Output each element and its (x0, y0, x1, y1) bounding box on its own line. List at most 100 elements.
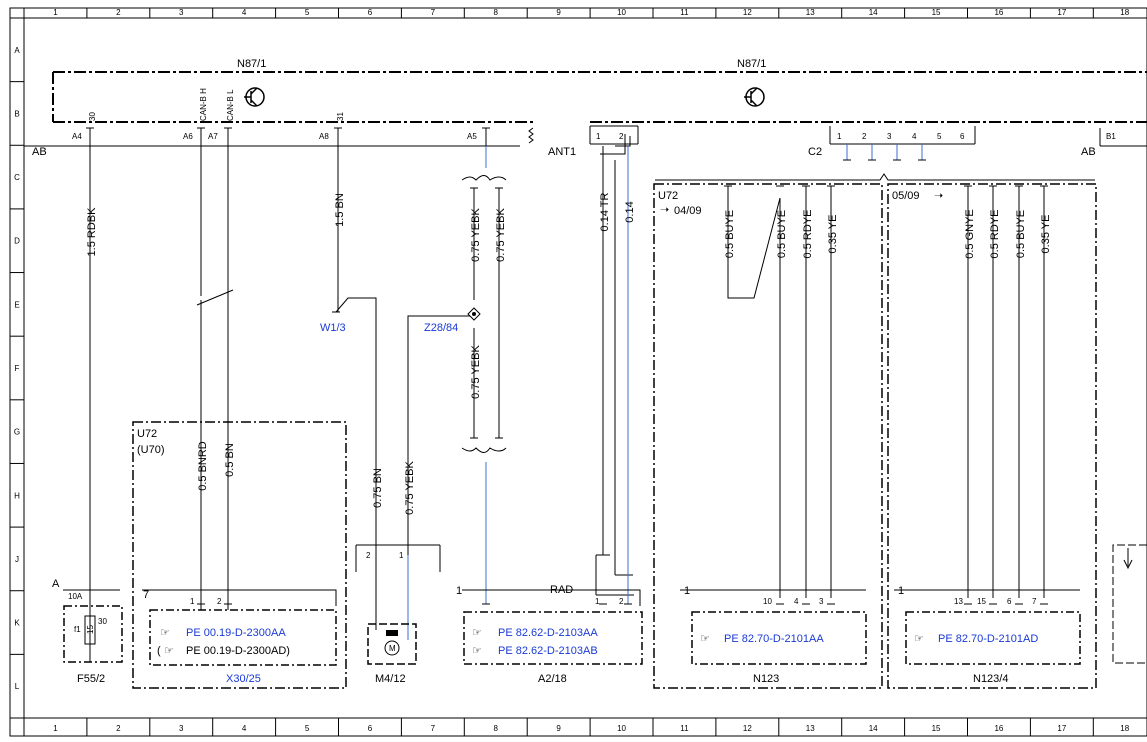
pin-a4: A4 (72, 132, 82, 141)
n1234-label: N123/4 (973, 673, 1008, 685)
wire-ends (470, 187, 503, 439)
grid-column-label: 14 (869, 8, 878, 17)
x30-label[interactable]: X30/25 (226, 673, 261, 685)
ref-z28[interactable]: Z28/84 (424, 322, 458, 334)
x30-ref1[interactable]: PE 00.19-D-2300AA (186, 627, 286, 639)
hand-pointer-icon: ☞ (700, 633, 710, 645)
wire-label: 0.75 YEBK (404, 461, 416, 515)
f55-pin-a: A (52, 578, 60, 590)
x30-ref2[interactable]: PE 00.19-D-2300AD) (186, 645, 290, 657)
x30-num: 7 (143, 589, 149, 601)
wire-label: 0.14 TR (599, 192, 611, 231)
component-pins (197, 598, 1048, 610)
rad-pin2: 2 (619, 597, 624, 606)
grid-row-label: A (14, 46, 20, 55)
grid-column-label: 11 (680, 8, 689, 17)
wire-label: 0.5 BNRD (197, 441, 209, 491)
f55-fuse-amp: 10A (68, 592, 83, 601)
pin-a6: A6 (183, 132, 193, 141)
control-unit-box (52, 71, 1147, 123)
grid-column-label: 12 (743, 724, 752, 733)
u72-label: U72 (658, 190, 678, 202)
arrow-right-icon: ➝ (660, 204, 669, 216)
wire-ant-tr (595, 146, 634, 596)
bundle-brace-bottom (461, 447, 507, 453)
grid-column-label: 1 (53, 8, 58, 17)
n1234-ref[interactable]: PE 82.70-D-2101AD (938, 633, 1038, 645)
grid-row-label: K (14, 619, 20, 628)
grid-column-label: 5 (305, 8, 310, 17)
c2-pin: 3 (887, 132, 892, 141)
wire-label: 0.35 YE (827, 215, 839, 254)
ant-pin-1: 1 (596, 132, 601, 141)
bundle-brace-top (461, 175, 507, 181)
grid-column-label: 4 (242, 724, 247, 733)
grid-column-label: 9 (556, 8, 561, 17)
ref-w13[interactable]: W1/3 (320, 322, 346, 334)
a218-ref1[interactable]: PE 82.62-D-2103AA (498, 627, 598, 639)
hand-pointer-icon: ☞ (472, 627, 482, 639)
wire-label: 0.75 YEBK (470, 208, 482, 262)
pin-a8: A8 (319, 132, 329, 141)
n123-pin: 3 (819, 597, 824, 606)
grid-column-label: 13 (806, 8, 815, 17)
n123-ref[interactable]: PE 82.70-D-2101AA (724, 633, 824, 645)
grid-column-label: 16 (994, 8, 1003, 17)
bus-label-left: AB (32, 146, 47, 158)
grid-column-label: 7 (431, 724, 436, 733)
grid-column-label: 17 (1057, 8, 1066, 17)
m412-pin2: 2 (366, 551, 371, 560)
grid-column-label: 16 (994, 724, 1003, 733)
grid-column-label: 10 (617, 724, 626, 733)
grid-column-label: 9 (556, 724, 561, 733)
grid-column-label: 18 (1120, 8, 1129, 17)
pin-can-l: CAN-B L (226, 89, 235, 121)
transistor-icon (744, 87, 765, 107)
grid-row-label: C (14, 173, 20, 182)
transistor-icon (244, 87, 265, 107)
wire-label: 1.5 RDBK (86, 207, 98, 257)
wire-label: 1.5 BN (334, 193, 346, 227)
pin-can-h: CAN-B H (199, 88, 208, 121)
hand-pointer-icon: ☞ (160, 627, 170, 639)
a218-ref2[interactable]: PE 82.62-D-2103AB (498, 645, 598, 657)
break-symbol (528, 127, 534, 144)
cu-label-left: N87/1 (237, 58, 266, 70)
pin-stubs (86, 127, 490, 146)
f55-box (63, 605, 123, 663)
wire-label: 0.5 BUYE (724, 210, 736, 258)
motor-icon (384, 640, 400, 656)
wire-label: 0.5 BUYE (1015, 210, 1027, 258)
grid-column-label: 13 (806, 724, 815, 733)
c2-label: C2 (808, 146, 822, 158)
wire-ant-shield (600, 134, 633, 576)
wire-label: 0.35 YE (1040, 215, 1052, 254)
n123-pin: 4 (794, 597, 799, 606)
f55-pin30: 30 (98, 617, 107, 626)
grid-column-label: 18 (1120, 724, 1129, 733)
grid-column-label: 3 (179, 724, 184, 733)
arrow-down-icon (1123, 548, 1133, 570)
grid-column-label: 17 (1057, 724, 1066, 733)
n1234-pin: 7 (1032, 597, 1037, 606)
n123-pin: 10 (763, 597, 772, 606)
wire-can-h (196, 146, 234, 598)
wire-label: 0.75 BN (372, 468, 384, 508)
grid-column-label: 10 (617, 8, 626, 17)
c2-blue-stubs (846, 144, 923, 160)
arrow-right-icon: ➝ (934, 190, 943, 202)
grid-row-label: D (14, 237, 20, 246)
grid-column-label: 1 (53, 724, 58, 733)
wire-label: 0.5 GNYE (964, 209, 976, 259)
c2-pin: 2 (862, 132, 867, 141)
rad-label: RAD (550, 584, 573, 596)
x30-connector (142, 589, 337, 606)
hand-pointer-icon: ☞ (472, 645, 482, 657)
grid-column-label: 4 (242, 8, 247, 17)
wire-label: 0.5 RDYE (989, 210, 1001, 259)
grid-column-label: 8 (494, 8, 499, 17)
hand-pointer-icon: ☞ (164, 645, 174, 657)
